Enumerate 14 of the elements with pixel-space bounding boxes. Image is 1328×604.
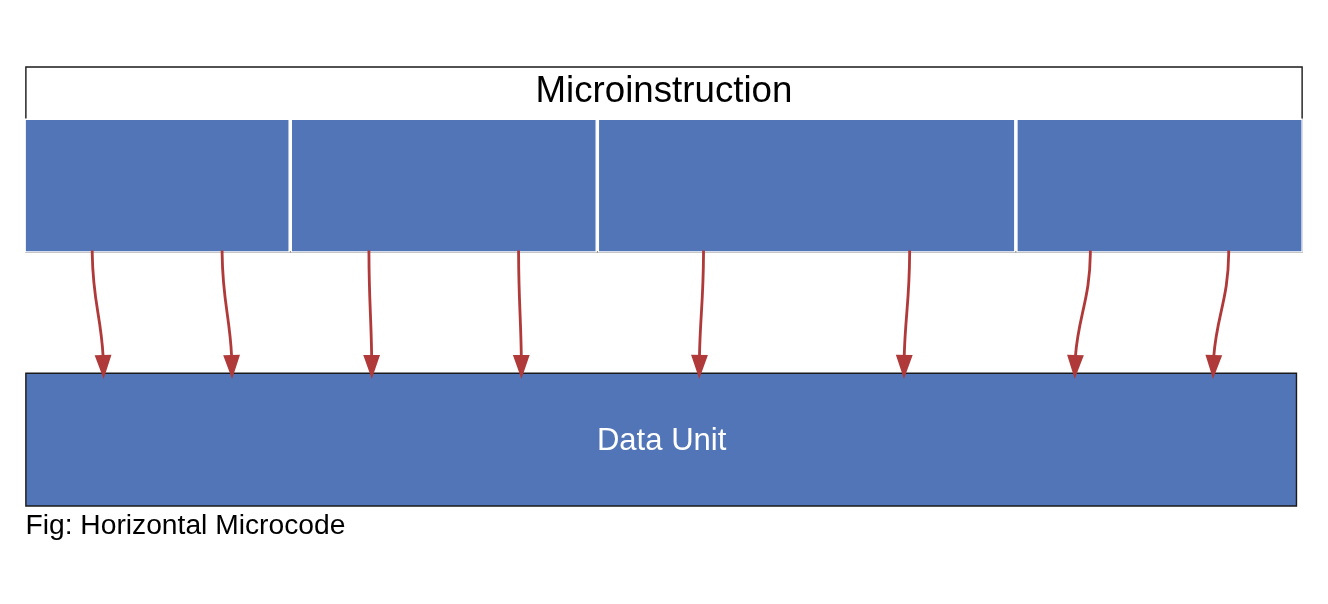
arrow [1067, 250, 1092, 379]
arrow [512, 250, 530, 379]
node-box [1016, 118, 1303, 253]
arrow [220, 250, 240, 379]
node-box [24, 118, 290, 253]
arrow [895, 250, 913, 379]
node-box [290, 118, 597, 253]
arrow [363, 250, 381, 379]
arrow [1205, 250, 1231, 379]
node-box: Data Unit [25, 372, 1298, 507]
arrow [691, 250, 708, 379]
arrow [90, 250, 112, 379]
node-box [597, 118, 1016, 253]
caption: Fig: Horizontal Microcode [25, 508, 346, 541]
